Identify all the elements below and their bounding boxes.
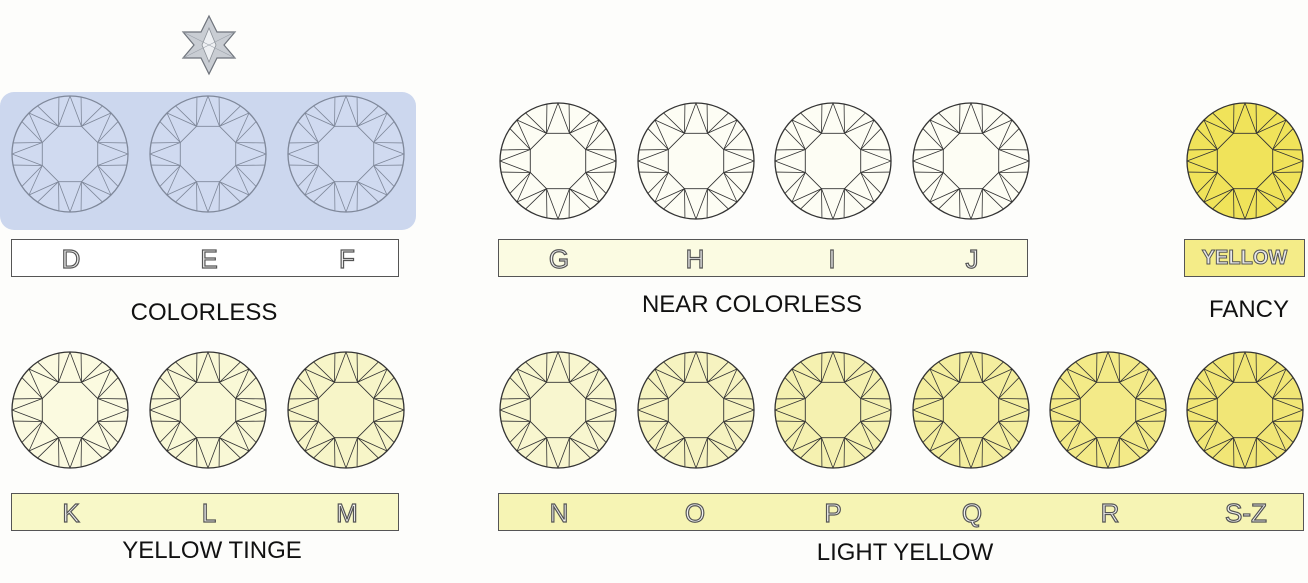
diamond-gem-icon xyxy=(499,351,617,469)
grade-bar-light-yellow: N O P Q R S-Z xyxy=(498,493,1304,531)
category-label-near-colorless: NEAR COLORLESS xyxy=(641,291,863,318)
grade-label: J xyxy=(965,243,979,274)
grade-bar-fancy: YELLOW xyxy=(1184,239,1305,277)
grade-label: D xyxy=(61,243,81,274)
diamond-gem-icon xyxy=(637,351,755,469)
diamond-gem-icon xyxy=(499,102,617,220)
grade-label: R xyxy=(1100,497,1120,528)
category-label-colorless: COLORLESS xyxy=(130,299,278,326)
diamond-gem-icon xyxy=(149,95,267,213)
category-label-light-yellow: LIGHT YELLOW xyxy=(816,539,994,566)
diamond-gem-icon xyxy=(774,102,892,220)
diamond-gem-icon xyxy=(1049,351,1167,469)
grade-label: O xyxy=(684,497,706,528)
diamond-gem-icon xyxy=(912,102,1030,220)
grade-label: P xyxy=(824,497,843,528)
diamond-gem-icon xyxy=(287,95,405,213)
grade-bar-near-colorless: G H I J xyxy=(498,239,1028,277)
grade-label: I xyxy=(828,243,836,274)
grade-label: E xyxy=(200,243,219,274)
grade-bar-yellow-tinge: K L M xyxy=(11,493,399,531)
diamond-gem-icon xyxy=(774,351,892,469)
diamond-gem-icon xyxy=(11,351,129,469)
grade-label: M xyxy=(336,497,359,528)
grade-label: Q xyxy=(961,497,983,528)
fancy-grade-label: YELLOW xyxy=(1201,247,1288,270)
grade-bar-colorless: D E F xyxy=(11,239,399,277)
diamond-gem-icon xyxy=(1186,351,1304,469)
diamond-gem-icon xyxy=(149,351,267,469)
diamond-gem-icon xyxy=(912,351,1030,469)
grade-label: L xyxy=(201,497,217,528)
diamond-gem-icon xyxy=(11,95,129,213)
diamond-gem-icon xyxy=(287,351,405,469)
grade-label: H xyxy=(685,243,705,274)
grade-label: S-Z xyxy=(1224,497,1267,528)
category-label-yellow-tinge: YELLOW TINGE xyxy=(122,537,302,564)
category-label-fancy: FANCY xyxy=(1208,296,1290,323)
grade-label: N xyxy=(549,497,569,528)
grade-label: F xyxy=(338,243,355,274)
grade-label: K xyxy=(62,497,81,528)
diamond-gem-icon xyxy=(1186,102,1304,220)
grade-label: G xyxy=(548,243,570,274)
diamond-gem-icon xyxy=(637,102,755,220)
diamond-star-icon xyxy=(181,14,237,76)
